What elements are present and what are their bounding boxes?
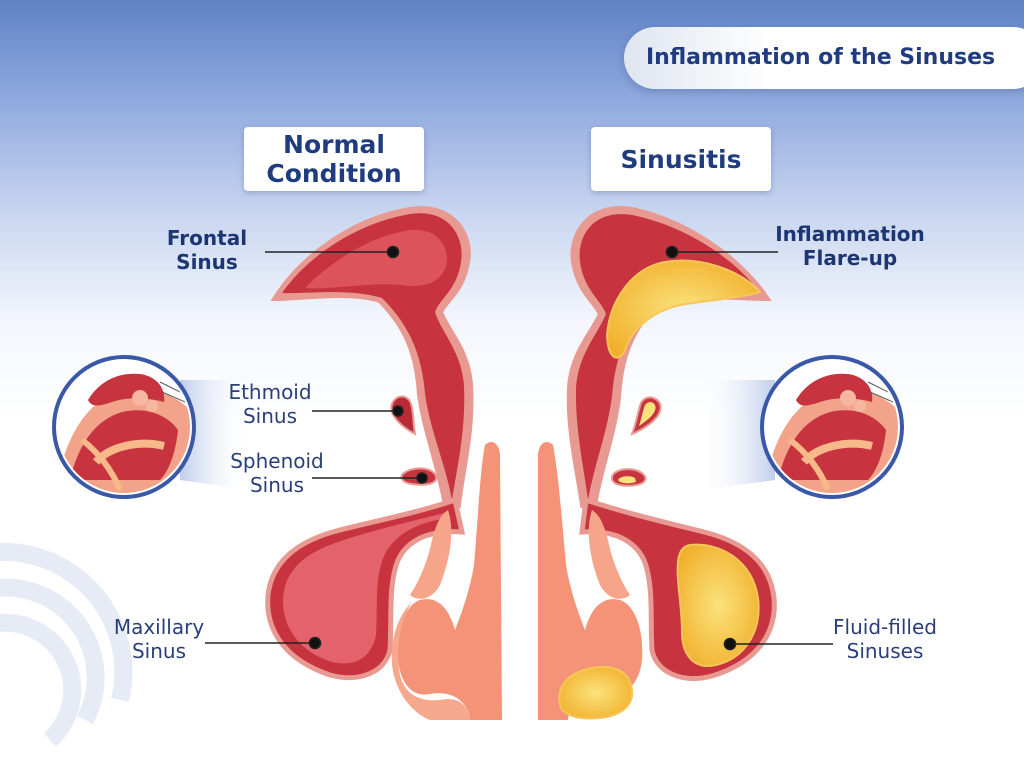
ethmoid-marker	[392, 405, 404, 417]
fluid-filled-maxillary	[676, 543, 760, 667]
label-maxillary-sinus: Maxillary Sinus	[113, 615, 205, 663]
normal-heading-box: Normal Condition	[244, 127, 424, 191]
title-banner: Inflammation of the Sinuses	[624, 27, 1024, 89]
normal-sinuses-drawing	[265, 206, 502, 720]
swollen-turbinate	[558, 666, 634, 720]
inflammation-fluid	[605, 259, 762, 359]
label-ethmoid-sinus: Ethmoid Sinus	[228, 380, 312, 428]
sphenoid-marker	[416, 472, 428, 484]
label-inflammation-flare-up: Inflammation Flare-up	[775, 222, 925, 270]
inflammation-marker	[665, 245, 679, 259]
page-title: Inflammation of the Sinuses	[646, 45, 996, 70]
zoom-circle-normal	[52, 355, 196, 499]
label-fluid-filled-sinuses: Fluid-filled Sinuses	[833, 615, 937, 663]
normal-heading: Normal Condition	[266, 130, 402, 188]
zoom-beam-left	[180, 380, 250, 490]
zoom-beam-right	[700, 380, 775, 490]
maxillary-marker	[308, 636, 322, 650]
nasal-wall-inflamed	[538, 442, 643, 720]
label-sphenoid-sinus: Sphenoid Sinus	[230, 449, 324, 497]
zoom-circle-sinusitis	[760, 355, 904, 499]
sinusitis-drawing	[538, 206, 777, 720]
background-arcs	[0, 542, 133, 747]
nasal-wall-normal	[397, 442, 502, 720]
frontal-marker	[386, 245, 400, 259]
leader-lines	[205, 245, 833, 651]
fluid-marker	[723, 637, 737, 651]
sinusitis-heading: Sinusitis	[620, 144, 742, 174]
sinusitis-heading-box: Sinusitis	[591, 127, 771, 191]
label-frontal-sinus: Frontal Sinus	[166, 226, 248, 274]
